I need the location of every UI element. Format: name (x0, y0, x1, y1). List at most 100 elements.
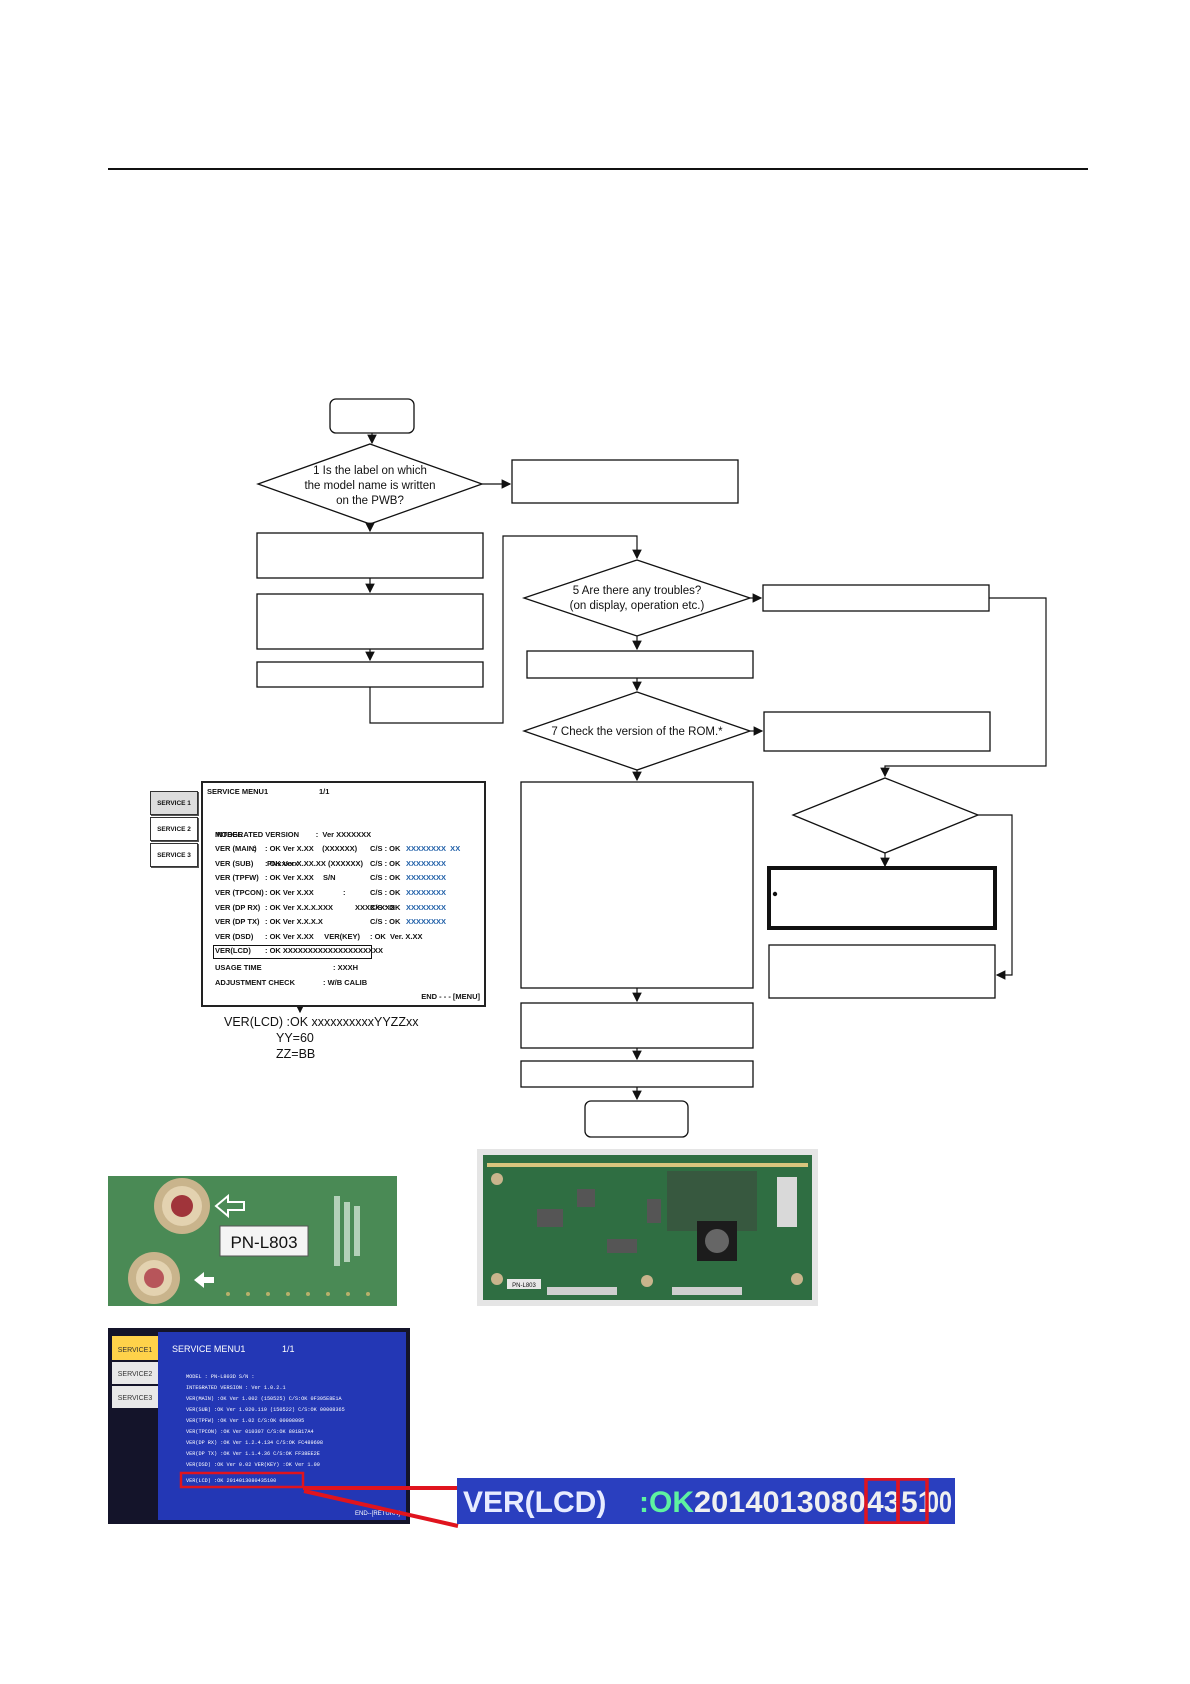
zoom-value-a: 201401308 (694, 1486, 848, 1519)
sn-colon: : (343, 887, 346, 897)
ver-lcd-row: VER(LCD): OK XXXXXXXXXXXXXXXXXXXX (215, 944, 479, 959)
model-row: MODEL : PNxxxxx S/N : XXXXXXXX (215, 813, 479, 912)
model-label: MODEL (215, 829, 243, 839)
ver-cs: C/S : OK (370, 917, 401, 927)
service-tabs: SERVICE 1 SERVICE 2 SERVICE 3 (150, 791, 198, 869)
ver-lcd-highlight (213, 945, 372, 959)
zoom-callout-lines (303, 1486, 459, 1528)
ver-row: VER (SUB) : OK Ver X.XX.XX (XXXXXX) C/S : … (215, 857, 479, 872)
q1-line-1: 1 Is the label on which (313, 465, 427, 477)
sn-label: S/N (323, 873, 336, 883)
zoom-tail: 00 (926, 1486, 952, 1519)
zoom-yy: 43 (867, 1486, 900, 1519)
ver-name: VER (DSD) (215, 931, 254, 941)
service-menu-drawing: SERVICE MENU1 1/1 MODEL : PNxxxxx S/N : … (201, 781, 486, 1007)
tab-service-2[interactable]: SERVICE 2 (150, 817, 198, 841)
screen-tab-3: SERVICE3 (118, 1395, 153, 1402)
ver-name: VER (TPFW) (215, 873, 259, 883)
right-bottom-box (768, 944, 996, 999)
adjustment-check-value: : W/B CALIB (323, 978, 368, 987)
step-4-box (256, 661, 484, 688)
ver-value: : OK Ver X.XX.XX (XXXXXX) (265, 858, 363, 868)
ver-name: VER (MAIN) (215, 844, 257, 854)
ver-cs: C/S : OK (370, 858, 401, 868)
ver-cs: C/S : OK (370, 844, 401, 854)
bullet-dot (772, 891, 778, 897)
ver-cs: C/S : OK (370, 887, 401, 897)
q5-line-2: (on display, operation etc.) (570, 600, 705, 612)
q1-line-3: on the PWB? (336, 495, 404, 507)
ver-checksum: XXXXXXXX (406, 902, 447, 912)
screen-line: INTEGRATED VERSION : Ver 1.0.2.1 (186, 1385, 286, 1391)
step-3-box (256, 593, 484, 650)
highlighted-box (767, 866, 997, 930)
right-decision (791, 777, 980, 854)
screen-page: 1/1 (282, 1344, 295, 1354)
start-terminator (329, 398, 415, 434)
ver-value: : OK Ver X.X.X.XXX (265, 902, 333, 912)
ver-cs: : OK Ver. X.XX (370, 931, 423, 941)
ver-checksum: XXXXXXXX (406, 887, 447, 897)
ver-value: : OK Ver X.XX VER(KEY) (265, 931, 361, 941)
screen-title: SERVICE MENU1 (172, 1344, 245, 1354)
header-rule (108, 168, 1088, 170)
screen-line: MODEL : PN-L803D S/N : (186, 1374, 255, 1380)
ver-row: VER (MAIN): OK Ver X.XX (XXXXXX)C/S : OK… (215, 842, 479, 857)
board-label-text: PN-L803 (512, 1283, 536, 1289)
ver-value: : OK Ver X.XX (265, 873, 314, 883)
pwb-label-photo: PN-L803 (108, 1176, 397, 1306)
zz-highlight (896, 1478, 929, 1524)
ver-value: : OK XXXXXXXXXXXXXXXXXXXX (265, 946, 383, 956)
model-colon: : (253, 844, 256, 854)
ver-checksum: XXXXXXXX (406, 917, 447, 927)
q1-line-2: the model name is written (304, 480, 435, 492)
ver-value: : OK Ver X.XX (265, 887, 314, 897)
ver-cs: C/S : OK (370, 873, 401, 883)
ver-name: VER (DP RX) (215, 902, 261, 912)
zoom-value-b: 0 (849, 1486, 866, 1519)
step-9-box (520, 1002, 754, 1049)
menu-page: 1/1 (319, 787, 330, 796)
ver-checksum: XXXXXXXX XX (406, 844, 461, 854)
menu-title: SERVICE MENU1 (207, 787, 269, 796)
integrated-row: INTEGRATED VERSION : Ver XXXXXXX (215, 829, 372, 839)
zoom-zz: 51 (901, 1486, 934, 1519)
screen-lcd-highlight (179, 1471, 305, 1489)
screen-line: VER(DP RX) :OK Ver 1.2.4.134 C/S:OK FC48… (186, 1440, 323, 1446)
ver-name: VER (SUB) (215, 858, 254, 868)
step-10-box (520, 1060, 754, 1088)
adjustment-check-label: ADJUSTMENT CHECK (215, 978, 296, 987)
q5-line-1: 5 Are there any troubles? (573, 585, 702, 597)
screen-line: VER(DSD) :OK Ver 0.02 VER(KEY) :OK Ver 1… (186, 1462, 320, 1468)
yy-value: YY=60 (276, 1031, 314, 1045)
screen-line: VER(SUB) :OK Ver 1.020.110 (150522) C/S:… (186, 1407, 345, 1413)
screen-line: VER(TPFW) :OK Ver 1.02 C/S:OK 00008095 (186, 1418, 304, 1424)
pwb-label-text: PN-L803 (230, 1233, 297, 1252)
screen-line: VER(DP TX) :OK Ver 1.1.4.36 C/S:OK FF38E… (186, 1451, 320, 1457)
screen-tab-1: SERVICE1 (118, 1347, 153, 1354)
screen-end: END--[RETURN] (355, 1511, 400, 1517)
zoom-ok: :OK (639, 1486, 694, 1519)
ver-lcd-format: VER(LCD) :OK xxxxxxxxxxYYZZxx (224, 1015, 419, 1029)
q5-decision (521, 559, 753, 637)
tab-service-3[interactable]: SERVICE 3 (150, 843, 198, 867)
tab-service-1[interactable]: SERVICE 1 (150, 791, 198, 815)
step-8-box (520, 781, 754, 989)
q5-yes-box (762, 584, 990, 612)
screen-line-lcd: VER(LCD) :OK 2014013080435100 (186, 1478, 276, 1484)
ver-checksum: XXXXXXXX (406, 858, 447, 868)
q1-no-box (511, 459, 739, 504)
step-6-box (526, 650, 754, 679)
screen-line: VER(MAIN) :OK Ver 1.002 (150525) C/S:OK … (186, 1396, 343, 1402)
service-menu-photo: SERVICE1 SERVICE2 SERVICE3 SERVICE MENU1… (108, 1328, 410, 1524)
troubleshooting-flowchart: 1 Is the label on which the model name i… (256, 398, 1047, 1138)
end-terminator (584, 1100, 689, 1138)
ver-row: VER (DSD) : OK Ver X.XX VER(KEY) : OK Ver.… (215, 930, 479, 945)
q7-label: 7 Check the version of the ROM.* (551, 726, 723, 738)
menu-rows: MODEL : PNxxxxx S/N : XXXXXXXX INTEGRATE… (215, 813, 479, 959)
screen-line: VER(TPCON) :OK Ver 010307 C/S:OK 801B17A… (186, 1429, 314, 1435)
